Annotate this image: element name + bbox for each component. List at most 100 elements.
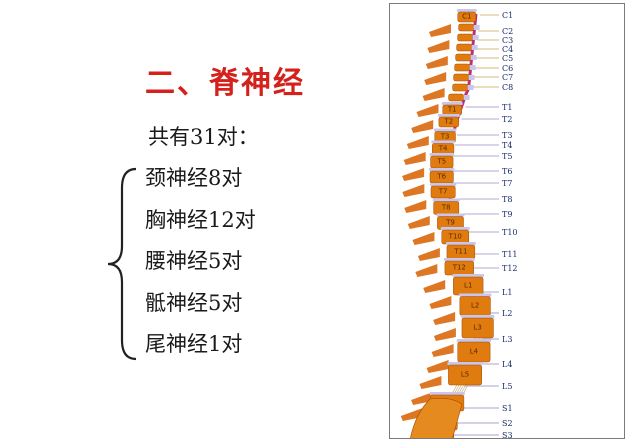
spinous-process-shape [412,232,434,245]
nerve-item-lumbar: 腰神经5对 [145,246,256,288]
spinous-process-shape [434,328,456,341]
cervical-vertebra-shape [453,84,468,91]
cervical-disc-shape [468,85,474,90]
intervertebral-disc-shape [441,227,470,230]
vertebra-label: T9 [445,219,455,227]
spine-illustration: C1T1T2T3T4T5T6T7T8T9T10T11T12L1L2L3L4L5S… [390,4,625,439]
spinous-process-shape [429,24,451,37]
segment-label: C1 [502,11,513,20]
segment-label: T12 [502,264,518,273]
spinous-process-shape [402,184,424,197]
vertebra-label: T5 [436,158,446,166]
intro-text: 共有31对： [148,121,259,151]
spinous-process-shape [408,216,430,229]
segment-label: T10 [502,228,518,237]
segment-label: T7 [502,179,512,188]
spinous-process-shape [427,40,449,53]
intervertebral-disc-shape [452,274,484,277]
intervertebral-disc-shape [444,258,475,261]
segment-label: L3 [502,335,512,344]
spinous-process-shape [419,376,441,389]
cervical-disc-shape [474,25,480,30]
cervical-vertebra-shape [454,74,469,81]
segment-label: T2 [502,115,512,124]
spinous-process-shape [426,56,448,69]
vertebra-label: L1 [464,282,472,290]
nerve-list: 颈神经8对 胸神经12对 腰神经5对 骶神经5对 尾神经1对 [145,163,256,371]
vertebra-label: T1 [447,106,457,114]
segment-label: C6 [502,64,513,73]
spinous-process-shape [404,200,426,213]
intervertebral-disc-shape [430,183,456,186]
segment-label: C4 [502,45,513,54]
nerve-item-coccygeal: 尾神经1对 [145,329,256,371]
segment-label: T1 [502,103,512,112]
spinous-process-shape [432,344,454,357]
segment-label: L4 [502,360,512,369]
spinous-process-shape [416,104,438,117]
intervertebral-disc-shape [434,129,457,132]
cervical-disc-shape [464,95,470,100]
spinal-nerve-figure: C1T1T2T3T4T5T6T7T8T9T10T11T12L1L2L3L4L5S… [389,3,625,439]
spinous-process-shape [402,168,424,181]
intervertebral-disc-shape [461,315,495,318]
cervical-disc-shape [473,35,479,40]
segment-label: C8 [502,83,513,92]
cervical-vertebra-shape [456,54,471,61]
spinous-process-shape [427,360,449,373]
vertebra-label: L3 [474,324,482,332]
segment-label: L5 [502,382,512,391]
vertebra-label: T3 [440,133,450,141]
segment-label: C2 [502,27,513,36]
segment-label: T11 [502,250,518,259]
segment-label: L2 [502,309,512,318]
nerve-item-sacral: 骶神经5对 [145,288,256,330]
spinous-process-shape [429,296,451,309]
vertebra-label: T12 [452,264,466,272]
cervical-vertebra-shape [449,94,464,101]
intervertebral-disc-shape [446,242,476,245]
spinous-process-shape [418,248,440,261]
spinous-process-shape [423,88,445,101]
intervertebral-disc-shape [429,168,454,171]
spinous-process-shape [415,264,437,277]
cervical-disc-shape [469,75,475,80]
segment-label: T9 [502,210,512,219]
vertebra-label: T6 [436,173,446,181]
intervertebral-disc-shape [459,294,492,297]
intervertebral-disc-shape [457,339,491,342]
intervertebral-disc-shape [430,153,455,156]
segment-label: T3 [502,131,512,140]
vertebra-label: T4 [438,145,448,153]
vertebra-label: T8 [441,204,451,212]
vertebra-label: L2 [471,302,479,310]
intervertebral-disc-shape [430,392,465,395]
curly-brace-icon [104,166,140,362]
spinous-process-shape [424,72,446,85]
spinous-process-shape [433,312,455,325]
slide-title: 二、脊神经 [145,58,305,102]
spinous-process-shape [423,280,445,293]
vertebra-label: T2 [443,118,453,126]
segment-label: C7 [502,73,513,82]
spinous-process-shape [407,136,429,149]
segment-label: T8 [502,195,512,204]
segment-label: C3 [502,36,513,45]
spinous-process-shape [411,120,433,133]
segment-label: T5 [502,152,512,161]
cervical-disc-shape [471,55,477,60]
intervertebral-disc-shape [431,141,455,144]
nerve-item-thoracic: 胸神经12对 [145,205,256,247]
vertebra-label: L4 [470,348,479,356]
spinous-process-shape [404,152,426,165]
vertebra-label: T10 [448,233,462,241]
segment-label: T6 [502,167,512,176]
vertebra-label: C1 [462,13,471,21]
segment-label: L1 [502,288,512,297]
segment-label: S3 [502,431,513,439]
segment-label: S1 [502,404,513,413]
cervical-vertebra-shape [455,64,470,71]
segment-label: T4 [502,141,512,150]
segment-label: S2 [502,419,513,428]
vertebra-label: L5 [461,371,469,379]
